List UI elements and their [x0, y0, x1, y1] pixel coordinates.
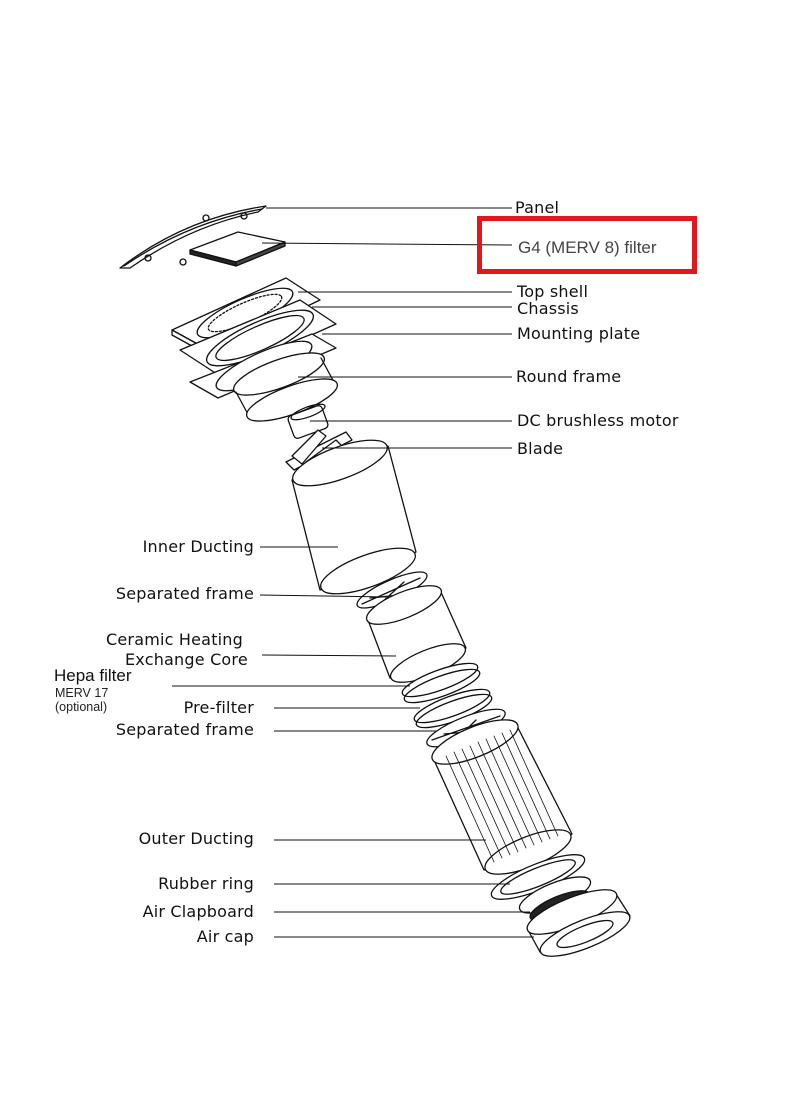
label-separated-frame-1: Separated frame — [115, 584, 254, 603]
g4-filter-part — [189, 231, 286, 267]
label-rubber-ring: Rubber ring — [158, 874, 254, 893]
air-cap-part — [526, 889, 631, 957]
label-motor: DC brushless motor — [517, 411, 679, 430]
hepa-disc-part — [401, 662, 481, 704]
label-ceramic-line1: Ceramic Heating — [106, 630, 244, 649]
label-blade: Blade — [517, 439, 564, 458]
inner-ducting-part — [291, 439, 417, 595]
label-outer-ducting: Outer Ducting — [138, 829, 254, 848]
leader-ceramic — [261, 654, 397, 657]
label-hepa-details: MERV 17 (optional) — [55, 686, 108, 714]
label-separated-frame-2: Separated frame — [115, 720, 254, 739]
ceramic-core-part — [365, 585, 467, 683]
label-air-cap: Air cap — [196, 927, 254, 946]
label-inner-ducting: Inner Ducting — [142, 537, 254, 556]
label-hepa-merv: MERV 17 — [55, 686, 109, 700]
label-top-shell: Top shell — [517, 282, 589, 301]
label-pre-filter: Pre-filter — [183, 698, 254, 717]
outer-ducting-part — [431, 719, 573, 875]
chassis-part — [179, 299, 337, 377]
label-air-clapboard: Air Clapboard — [142, 902, 254, 921]
label-hepa-optional: (optional) — [55, 700, 108, 714]
leader-separated-frame-1 — [259, 594, 387, 598]
panel-part — [119, 205, 267, 269]
leader-filter — [261, 242, 513, 246]
label-g4-filter: G4 (MERV 8) filter — [518, 238, 657, 257]
filter-highlight-box — [477, 216, 697, 274]
label-round-frame: Round frame — [516, 367, 622, 386]
label-mounting-plate: Mounting plate — [517, 324, 641, 343]
label-panel: Panel — [515, 198, 560, 217]
label-chassis: Chassis — [517, 299, 579, 318]
label-ceramic-line2: Exchange Core — [125, 650, 248, 669]
label-hepa-filter: Hepa filter — [54, 666, 132, 685]
